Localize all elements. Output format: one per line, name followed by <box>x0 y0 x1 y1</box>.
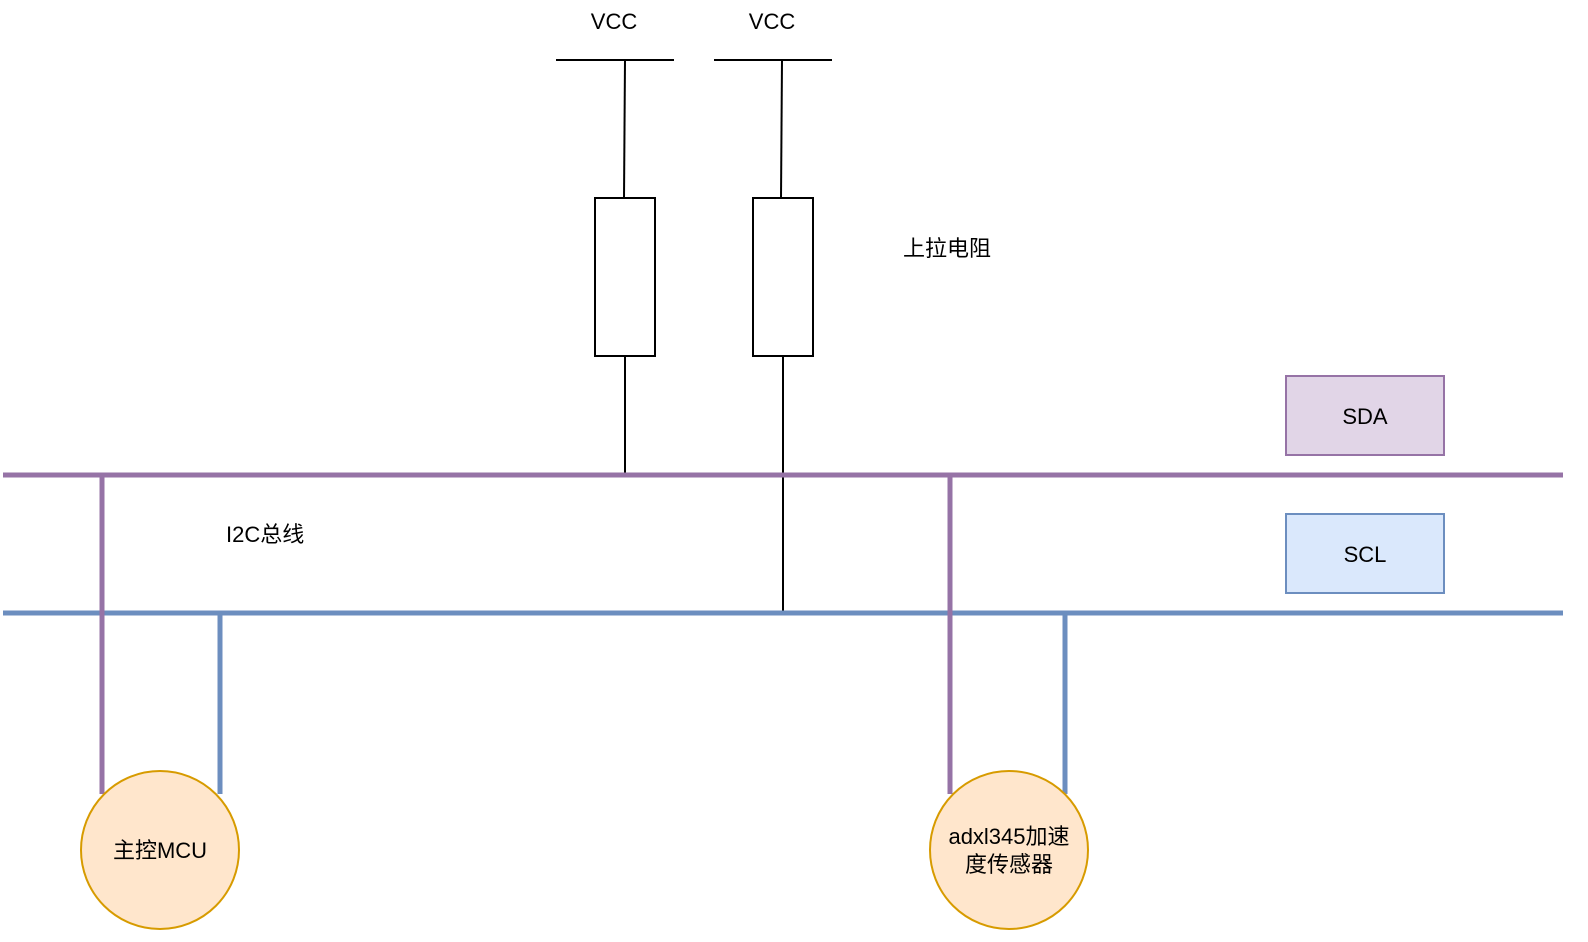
sensor-label-line1: adxl345加速 <box>948 824 1069 849</box>
legend-sda-box <box>1285 375 1445 456</box>
bus-label: I2C总线 <box>226 522 304 547</box>
vcc-wire-left <box>623 59 626 199</box>
mcu-node <box>80 770 240 930</box>
pullup-label: 上拉电阻 <box>903 236 991 261</box>
legend-sda-label: SDA <box>1342 404 1388 429</box>
sensor-label-line2: 度传感器 <box>965 852 1053 877</box>
pullup-resistor-scl <box>752 197 814 357</box>
mcu-label: 主控MCU <box>113 838 207 863</box>
vcc-label-left: VCC <box>591 9 638 34</box>
legend-scl-label: SCL <box>1344 542 1387 567</box>
vcc-label-right: VCC <box>749 9 796 34</box>
legend-scl-box <box>1285 513 1445 594</box>
sensor-node <box>929 770 1089 930</box>
vcc-wire-right <box>780 59 783 199</box>
pullup-resistor-sda <box>594 197 656 357</box>
